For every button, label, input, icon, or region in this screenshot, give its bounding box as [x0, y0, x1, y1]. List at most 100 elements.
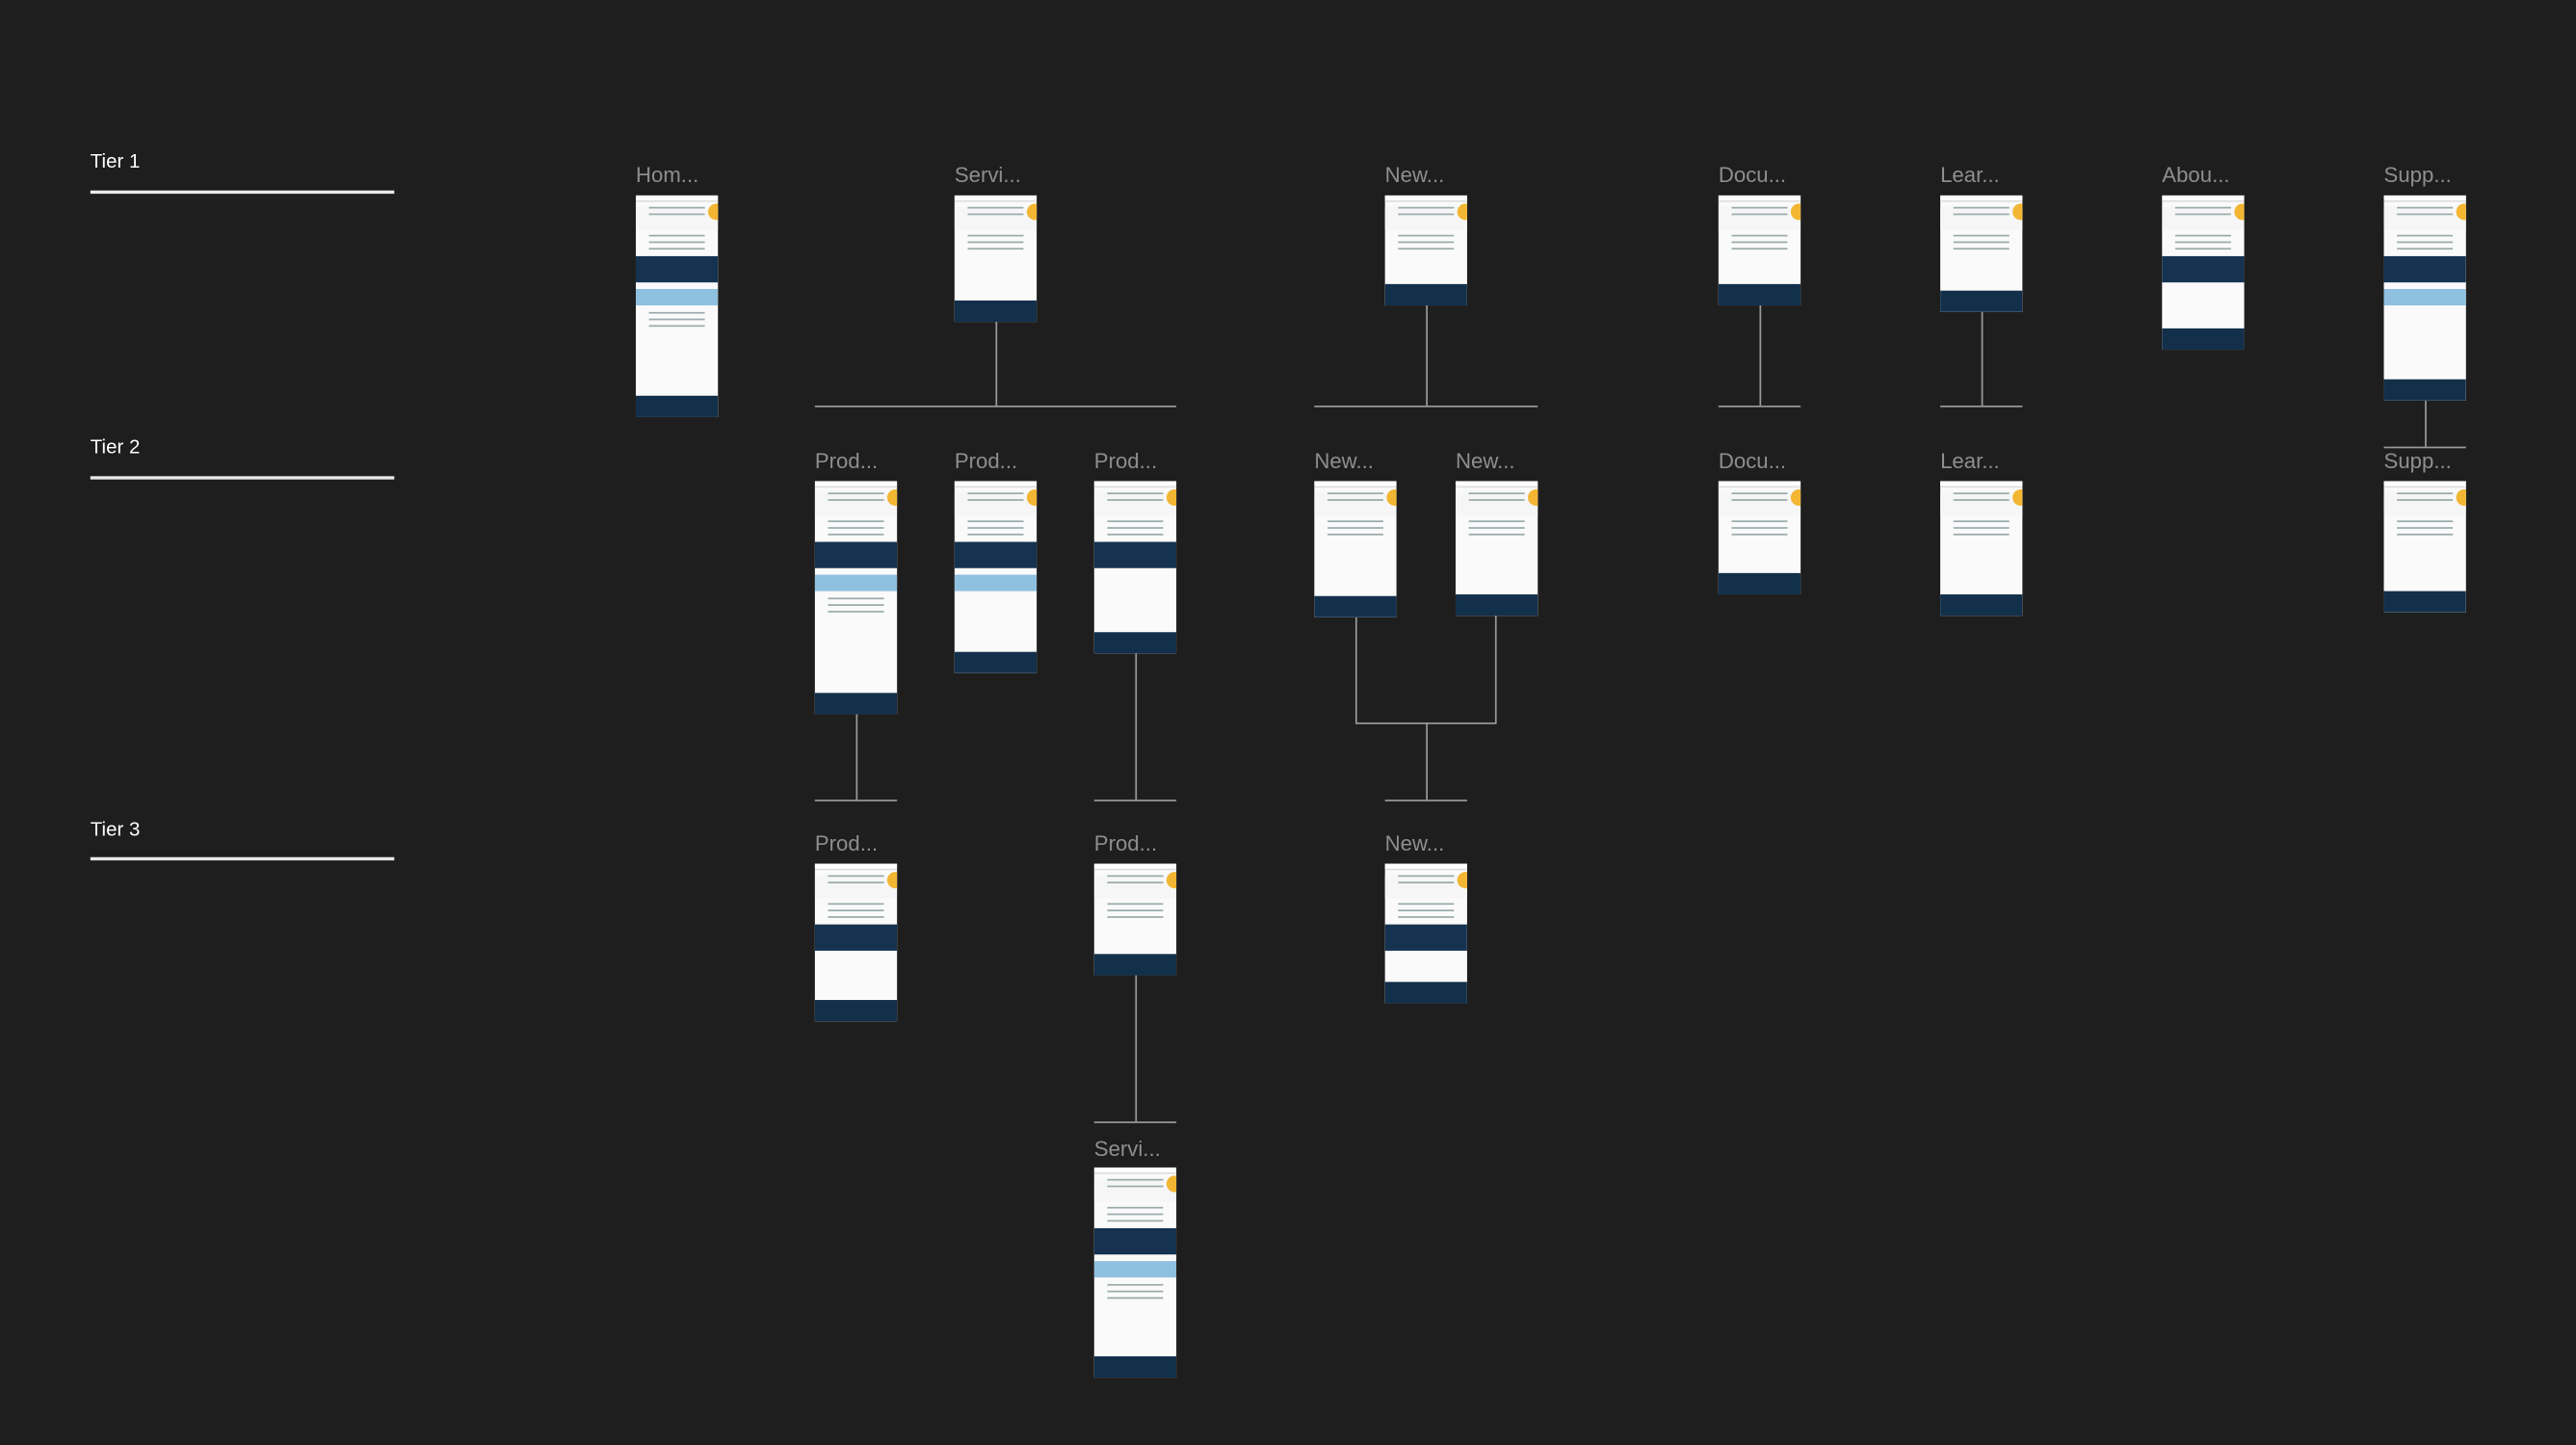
thumbnail-block: [1468, 492, 1525, 495]
thumbnail-block: [648, 241, 705, 244]
thumbnail-block: [1718, 572, 1801, 595]
thumbnail-block: [967, 499, 1024, 501]
page-thumbnail[interactable]: [1384, 195, 1467, 306]
connector: [1718, 406, 1801, 407]
page-thumbnail[interactable]: [1093, 481, 1177, 654]
thumbnail-block: [2383, 288, 2466, 306]
page-label[interactable]: Servi...: [954, 162, 1021, 188]
page-thumbnail[interactable]: [1093, 863, 1177, 976]
thumbnail-block: [1468, 527, 1525, 529]
page-thumbnail[interactable]: [635, 195, 719, 417]
thumbnail-block: [1940, 290, 2023, 312]
thumbnail-block: [1384, 863, 1467, 871]
page-label[interactable]: Abou...: [2162, 162, 2230, 188]
page-label[interactable]: Hom...: [635, 162, 699, 188]
thumbnail-block: [1327, 527, 1383, 529]
connector: [1314, 406, 1538, 407]
page-label[interactable]: New...: [1455, 448, 1515, 473]
page-label[interactable]: Prod...: [1093, 448, 1158, 473]
page-label[interactable]: Prod...: [814, 830, 879, 856]
thumbnail-block: [954, 574, 1038, 591]
thumbnail-block: [1093, 1227, 1177, 1255]
page-label[interactable]: Servi...: [1093, 1136, 1161, 1162]
thumbnail-block: [1953, 533, 2010, 536]
thumbnail-block: [1953, 527, 2010, 529]
thumbnail-block: [2397, 206, 2454, 209]
connector: [814, 800, 898, 801]
thumbnail-block: [2383, 379, 2466, 401]
page-thumbnail[interactable]: [1940, 195, 2023, 312]
thumbnail-block: [1940, 195, 2023, 202]
page-label[interactable]: Lear...: [1940, 448, 2000, 473]
thumbnail-block: [814, 481, 898, 488]
thumbnail-block: [828, 597, 884, 600]
page-thumbnail[interactable]: [814, 481, 898, 715]
thumbnail-block: [1093, 863, 1177, 871]
page-thumbnail[interactable]: [954, 195, 1038, 323]
thumbnail-block: [635, 255, 719, 283]
page-thumbnail[interactable]: [954, 481, 1038, 673]
thumbnail-block: [2397, 527, 2454, 529]
page-thumbnail[interactable]: [1718, 481, 1801, 595]
page-thumbnail[interactable]: [1314, 481, 1397, 617]
connector: [1384, 800, 1467, 801]
page-thumbnail[interactable]: [1718, 195, 1801, 306]
page-thumbnail[interactable]: [2383, 195, 2466, 401]
thumbnail-block: [1455, 594, 1538, 617]
page-label[interactable]: Prod...: [814, 448, 879, 473]
thumbnail-block: [648, 325, 705, 328]
thumbnail-block: [1398, 241, 1455, 244]
page-label[interactable]: New...: [1314, 448, 1374, 473]
thumbnail-block: [1093, 1175, 1177, 1202]
connector: [1494, 616, 1497, 722]
thumbnail-block: [2162, 195, 2245, 202]
connector: [1354, 617, 1357, 722]
thumbnail-block: [1953, 492, 2010, 495]
page-thumbnail[interactable]: [814, 863, 898, 1022]
thumbnail-block: [1093, 1355, 1177, 1379]
page-label[interactable]: New...: [1384, 162, 1445, 188]
page-thumbnail[interactable]: [1093, 1167, 1177, 1379]
thumbnail-block: [1398, 213, 1455, 216]
thumbnail-block: [1314, 595, 1397, 617]
thumbnail-block: [967, 248, 1024, 250]
thumbnail-block: [1718, 195, 1801, 202]
thumbnail-block: [2397, 492, 2454, 495]
page-thumbnail[interactable]: [1384, 863, 1467, 1004]
page-label[interactable]: Docu...: [1718, 162, 1787, 188]
thumbnail-block: [1107, 520, 1164, 523]
page-label[interactable]: Prod...: [1093, 830, 1158, 856]
thumbnail-block: [1398, 881, 1455, 884]
page-thumbnail[interactable]: [1940, 481, 2023, 617]
page-label[interactable]: Supp...: [2383, 448, 2452, 473]
thumbnail-block: [954, 203, 1038, 230]
thumbnail-block: [1107, 1220, 1164, 1222]
thumbnail-block: [2397, 241, 2454, 244]
thumbnail-block: [814, 872, 898, 899]
thumbnail-block: [814, 924, 898, 951]
page-thumbnail[interactable]: [2383, 481, 2466, 613]
page-label[interactable]: Prod...: [954, 448, 1018, 473]
thumbnail-block: [1718, 283, 1801, 306]
page-label[interactable]: Lear...: [1940, 162, 2000, 188]
page-thumbnail[interactable]: [1455, 481, 1538, 617]
page-label[interactable]: New...: [1384, 830, 1445, 856]
thumbnail-block: [1107, 916, 1164, 918]
thumbnail-block: [2174, 206, 2231, 209]
page-thumbnail[interactable]: [2162, 195, 2245, 351]
connector: [1093, 800, 1177, 801]
thumbnail-block: [828, 533, 884, 536]
thumbnail-block: [1093, 1261, 1177, 1278]
page-label[interactable]: Docu...: [1718, 448, 1787, 473]
thumbnail-block: [648, 213, 705, 216]
thumbnail-block: [967, 241, 1024, 244]
connector: [2425, 400, 2427, 447]
thumbnail-block: [1731, 241, 1788, 244]
thumbnail-block: [1107, 1290, 1164, 1293]
page-label[interactable]: Supp...: [2383, 162, 2452, 188]
thumbnail-block: [1718, 488, 1801, 516]
thumbnail-block: [2397, 499, 2454, 501]
thumbnail-block: [1384, 872, 1467, 899]
thumbnail-block: [814, 574, 898, 591]
